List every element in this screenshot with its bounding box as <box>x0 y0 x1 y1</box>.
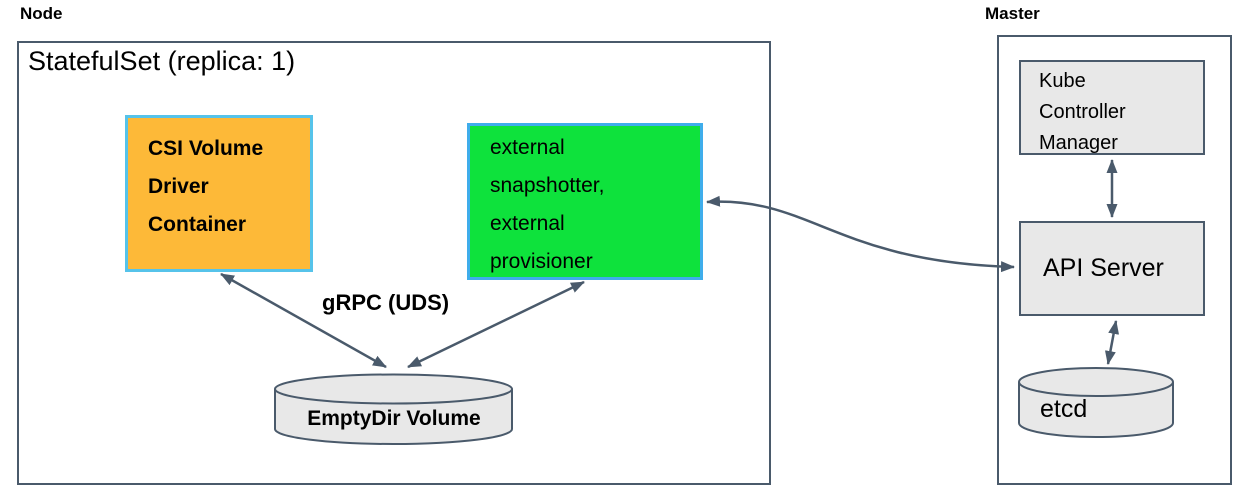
api-server-box: API Server <box>1019 221 1205 316</box>
node-group-label: Node <box>20 4 63 23</box>
sidecar-containers-box: external snapshotter, external provision… <box>467 123 703 280</box>
grpc-uds-label: gRPC (UDS) <box>322 290 450 315</box>
kube-controller-manager-label: Kube Controller Manager <box>1039 70 1126 154</box>
statefulset-title: StatefulSet (replica: 1) <box>28 46 296 76</box>
csi-volume-driver-container-box: CSI Volume Driver Container <box>125 115 313 272</box>
sidecar-containers-label: external snapshotter, external provision… <box>490 136 605 273</box>
emptydir-volume-label: EmptyDir Volume <box>307 407 481 430</box>
csi-volume-driver-container-label: CSI Volume Driver Container <box>148 137 264 236</box>
kube-controller-manager-box: Kube Controller Manager <box>1019 60 1205 155</box>
etcd-label: etcd <box>1040 395 1088 423</box>
api-server-label: API Server <box>1043 254 1164 282</box>
master-group-label: Master <box>985 4 1040 23</box>
